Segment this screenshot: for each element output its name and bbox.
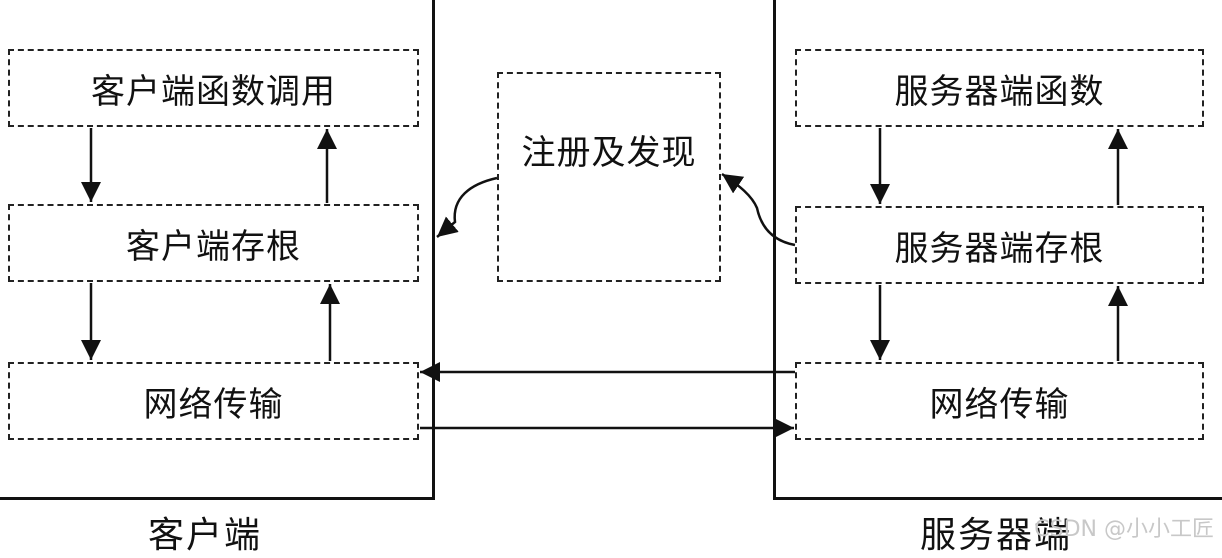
watermark: CSDN @小小工匠: [1034, 517, 1214, 542]
client-function-call-box: 客户端函数调用: [8, 49, 419, 127]
client-stub-label: 客户端存根: [126, 226, 301, 267]
client-stub-box: 客户端存根: [8, 204, 419, 282]
server-frame: [773, 0, 1222, 500]
server-caption: 服务器端: [920, 515, 1073, 556]
server-stub-to-registry-arrow: [721, 172, 796, 247]
client-caption: 客户端: [148, 515, 263, 556]
server-network-label: 网络传输: [929, 384, 1070, 425]
server-function-label: 服务器端函数: [894, 71, 1105, 112]
registry-discovery-box: 注册及发现: [497, 72, 721, 282]
server-stub-label: 服务器端存根: [894, 228, 1105, 269]
client-network-box: 网络传输: [8, 362, 419, 440]
server-stub-box: 服务器端存根: [795, 206, 1204, 284]
client-network-label: 网络传输: [143, 384, 284, 425]
registry-to-client-stub-arrow: [436, 176, 498, 238]
client-frame: [0, 0, 435, 500]
server-function-box: 服务器端函数: [795, 49, 1204, 127]
registry-discovery-label: 注册及发现: [521, 132, 697, 173]
server-network-box: 网络传输: [795, 362, 1204, 440]
client-function-call-label: 客户端函数调用: [91, 71, 336, 112]
